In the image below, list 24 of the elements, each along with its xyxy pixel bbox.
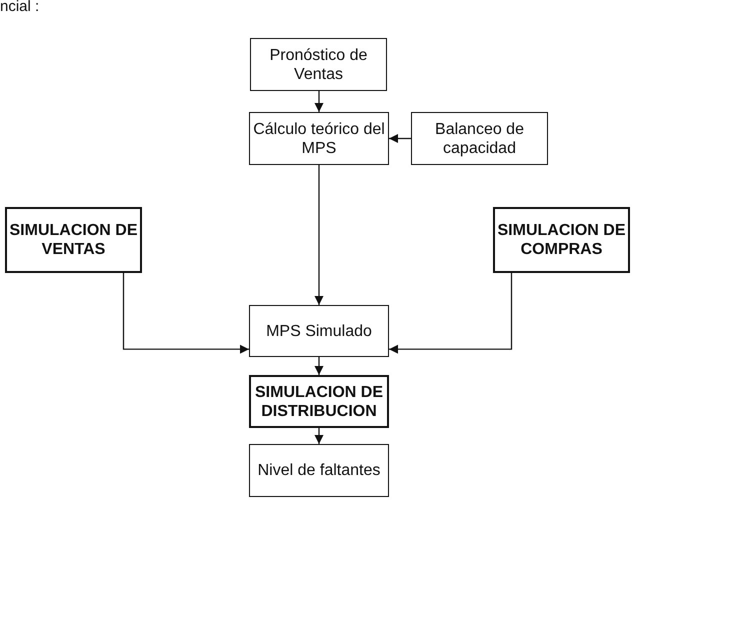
node-text: SIMULACION DE DISTRIBUCION bbox=[254, 382, 384, 420]
process-box bbox=[250, 38, 387, 91]
arrow bbox=[389, 134, 411, 143]
node-text: SIMULACION DE COMPRAS bbox=[496, 221, 626, 259]
node-text: Cálculo teórico del MPS bbox=[252, 120, 386, 158]
process-box bbox=[411, 112, 548, 165]
note-text: ncial : bbox=[0, 0, 40, 15]
process-box bbox=[249, 112, 389, 165]
arrow bbox=[314, 165, 324, 305]
node-text: MPS Simulado bbox=[266, 322, 372, 340]
process-box bbox=[249, 305, 389, 357]
node-text: Balanceo de capacidad bbox=[434, 120, 525, 158]
node-text: SIMULACION DE VENTAS bbox=[8, 221, 138, 259]
node-text: Nivel de faltantes bbox=[258, 461, 380, 480]
arrow bbox=[314, 91, 324, 112]
arrow bbox=[122, 273, 249, 354]
node-text: Pronóstico de Ventas bbox=[268, 46, 368, 84]
process-box bbox=[249, 444, 389, 497]
process-box-emphasized bbox=[249, 375, 389, 428]
arrow bbox=[389, 273, 512, 354]
arrow bbox=[314, 428, 324, 444]
process-box-emphasized bbox=[493, 207, 630, 273]
process-box-emphasized bbox=[5, 207, 142, 273]
arrow bbox=[314, 357, 324, 375]
